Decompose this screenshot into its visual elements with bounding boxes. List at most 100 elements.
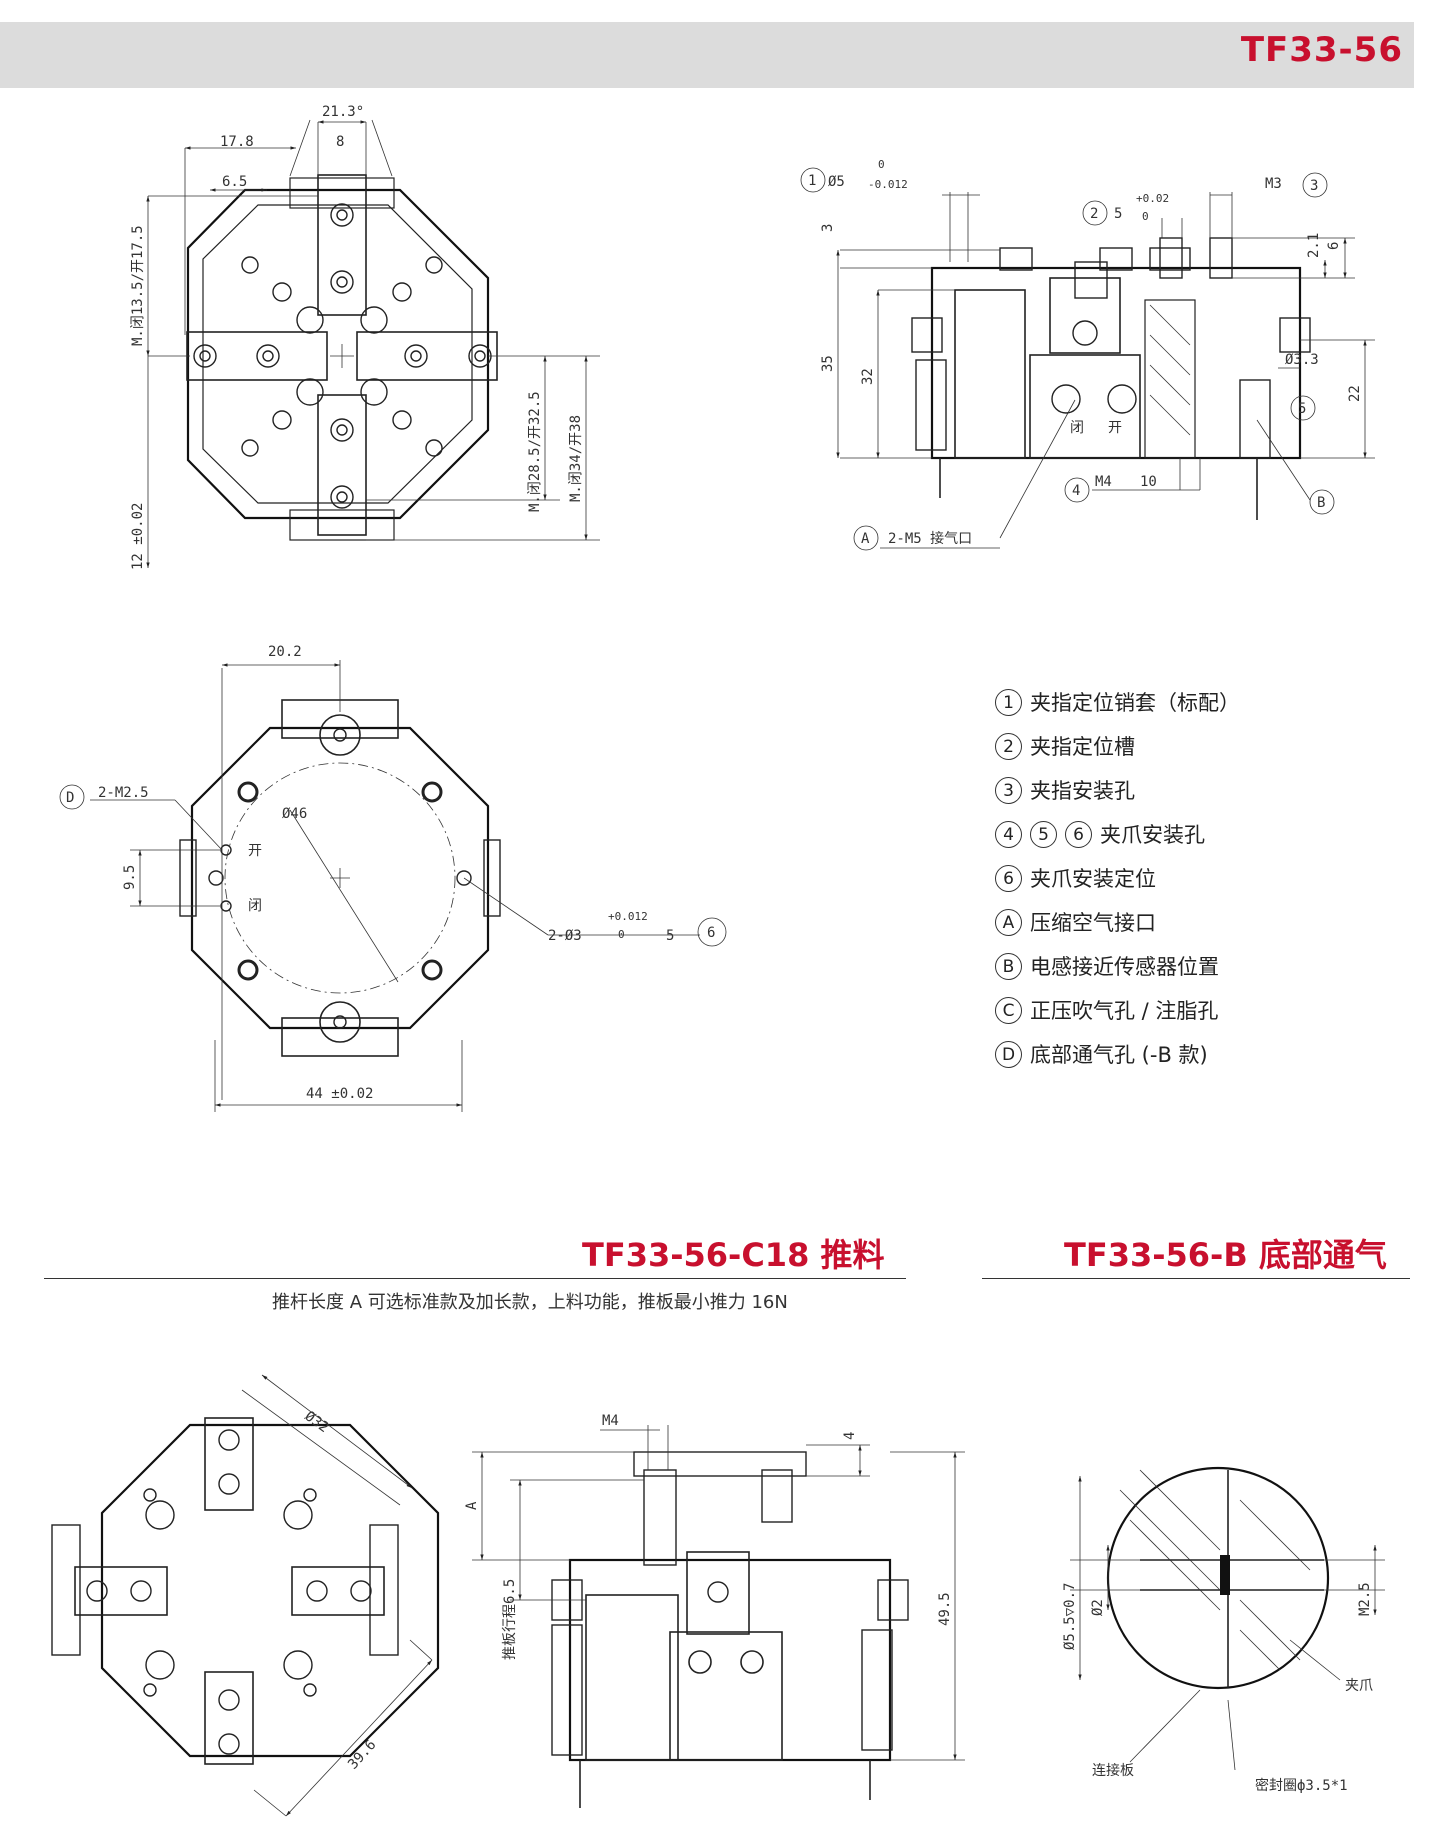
dim-20-2: 20.2 xyxy=(268,644,302,660)
callout-4: 4 xyxy=(1072,483,1080,499)
dim-6: 6 xyxy=(1326,242,1342,250)
dim-a-c18: A xyxy=(464,1501,480,1510)
bottom-view-drawing: D 2-M2.5 20.2 Ø46 9.5 开 闭 2-Ø3 +0.012 0 … xyxy=(59,644,727,1112)
section-c18-title: TF33-56-C18 推料 xyxy=(582,1236,885,1274)
dim-9-5: 9.5 xyxy=(122,865,138,890)
dim-39-6: 39.6 xyxy=(345,1737,379,1773)
callout-3-text: M3 xyxy=(1265,176,1282,192)
callout-2-text: 5 xyxy=(1114,206,1122,222)
label-open: 开 xyxy=(1108,420,1122,436)
section-b-rule xyxy=(982,1278,1410,1279)
label-jaw: 夹爪 xyxy=(1345,1678,1373,1694)
callout-2-tol-top: +0.02 xyxy=(1136,192,1169,205)
side-view-drawing: 1 Ø5 0 -0.012 2 5 +0.02 0 3 M3 5 B 4 M4 … xyxy=(800,158,1375,551)
legend-marker: 5 xyxy=(1030,820,1057,848)
legend-marker: B xyxy=(995,952,1022,980)
dim-stroke-c18: 推板行程6.5 xyxy=(502,1579,518,1660)
label-plate: 连接板 xyxy=(1092,1762,1134,1779)
legend-row: D 底部通气孔 (-B 款) xyxy=(995,1032,1240,1076)
legend-text: 夹指定位销套（标配） xyxy=(1030,691,1240,715)
legend-text: 底部通气孔 (-B 款) xyxy=(1030,1043,1208,1067)
callout-d: D xyxy=(66,790,74,806)
callout-6: 6 xyxy=(707,925,715,941)
dim-d55: Ø5.5▽0.7 xyxy=(1062,1583,1078,1650)
top-view-drawing: 21.3° 8 17.8 6.5 M.闭13.5/开17.5 M.闭28.5/开… xyxy=(130,104,600,570)
header-bar xyxy=(0,22,1414,88)
page-title: TF33-56 xyxy=(1240,30,1403,70)
legend-row: 3 夹指安装孔 xyxy=(995,768,1240,812)
legend-marker: 6 xyxy=(1065,820,1092,848)
label-open-bottom: 开 xyxy=(248,843,262,859)
c18-top-view-drawing: Ø32 39.6 xyxy=(51,1374,440,1817)
legend-text: 夹指定位槽 xyxy=(1030,735,1135,759)
section-c18-subtitle: 推杆长度 A 可选标准款及加长款，上料功能，推板最小推力 16N xyxy=(272,1292,788,1313)
callout-4-depth: 10 xyxy=(1140,474,1157,490)
legend-marker: 2 xyxy=(995,732,1022,760)
callout-3: 3 xyxy=(1310,178,1318,194)
callout-2-tol-bot: 0 xyxy=(1142,210,1149,223)
label-close-bottom: 闭 xyxy=(248,898,262,914)
legend-marker: D xyxy=(995,1040,1022,1068)
callout-1: 1 xyxy=(808,173,816,189)
b-section-drawing: Ø5.5▽0.7 Ø2 M2.5 夹爪 连接板 密封圈ф3.5*1 xyxy=(1062,1466,1385,1794)
legend-marker: 1 xyxy=(995,688,1022,716)
dim-m285: M.闭28.5/开32.5 xyxy=(527,391,543,512)
dim-6-5: 6.5 xyxy=(222,174,247,190)
dim-8: 8 xyxy=(336,134,344,150)
legend-marker: 3 xyxy=(995,776,1022,804)
dim-m4-c18: M4 xyxy=(602,1413,619,1429)
legend-row: C 正压吹气孔 / 注脂孔 xyxy=(995,988,1240,1032)
section-b-title: TF33-56-B 底部通气 xyxy=(1064,1236,1387,1274)
legend-marker: 4 xyxy=(995,820,1022,848)
dim-d32: Ø32 xyxy=(302,1408,332,1436)
dim-44: 44 ±0.02 xyxy=(306,1086,373,1102)
dim-2-d3-tol-bot: 0 xyxy=(618,928,625,941)
dim-49-5: 49.5 xyxy=(937,1592,953,1626)
legend-row: 6 夹爪安装定位 xyxy=(995,856,1240,900)
callout-5: 5 xyxy=(1298,401,1306,417)
dim-m25: M2.5 xyxy=(1357,1582,1373,1616)
dim-32: 32 xyxy=(860,368,876,385)
legend-text: 夹爪安装定位 xyxy=(1030,867,1156,891)
dim-12: 12 ±0.02 xyxy=(130,503,146,570)
legend-text: 夹指安装孔 xyxy=(1030,779,1135,803)
legend-text: 正压吹气孔 / 注脂孔 xyxy=(1030,999,1219,1023)
legend-marker: 6 xyxy=(995,864,1022,892)
label-seal: 密封圈ф3.5*1 xyxy=(1255,1777,1348,1794)
c18-side-view-drawing: M4 4 A 推板行程6.5 49.5 xyxy=(464,1413,965,1808)
dim-m34: M.闭34/开38 xyxy=(568,415,584,502)
legend-text: 压缩空气接口 xyxy=(1030,911,1156,935)
section-c18-rule xyxy=(44,1278,906,1279)
dim-m135: M.闭13.5/开17.5 xyxy=(130,225,146,346)
legend-marker: A xyxy=(995,908,1022,936)
callout-b: B xyxy=(1317,495,1325,511)
legend-row: 2 夹指定位槽 xyxy=(995,724,1240,768)
dim-35: 35 xyxy=(820,355,836,372)
dim-3: 3 xyxy=(820,224,836,232)
callout-2: 2 xyxy=(1090,206,1098,222)
dim-2-1: 2.1 xyxy=(1306,233,1322,258)
legend-marker: C xyxy=(995,996,1022,1024)
callout-a: A xyxy=(861,531,870,547)
callout-4-text: M4 xyxy=(1095,474,1112,490)
label-close: 闭 xyxy=(1070,420,1084,436)
callout-a-text: 2-M5 接气口 xyxy=(888,530,972,547)
dim-d46: Ø46 xyxy=(282,806,307,822)
legend-row: 1 夹指定位销套（标配） xyxy=(995,680,1240,724)
dim-4-c18: 4 xyxy=(842,1432,858,1440)
dim-17-8: 17.8 xyxy=(220,134,254,150)
legend-text: 电感接近传感器位置 xyxy=(1030,955,1219,979)
callout-1-tol-bot: -0.012 xyxy=(868,178,908,191)
dim-2-d3-tol-top: +0.012 xyxy=(608,910,648,923)
callout-1-text: Ø5 xyxy=(828,174,845,190)
callout-1-tol-top: 0 xyxy=(878,158,885,171)
legend-row: B 电感接近传感器位置 xyxy=(995,944,1240,988)
dim-d2: Ø2 xyxy=(1090,1599,1106,1616)
dim-22: 22 xyxy=(1347,385,1363,402)
callout-d-text: 2-M2.5 xyxy=(98,785,149,801)
dim-d33: Ø3.3 xyxy=(1285,352,1319,368)
legend-row: A 压缩空气接口 xyxy=(995,900,1240,944)
